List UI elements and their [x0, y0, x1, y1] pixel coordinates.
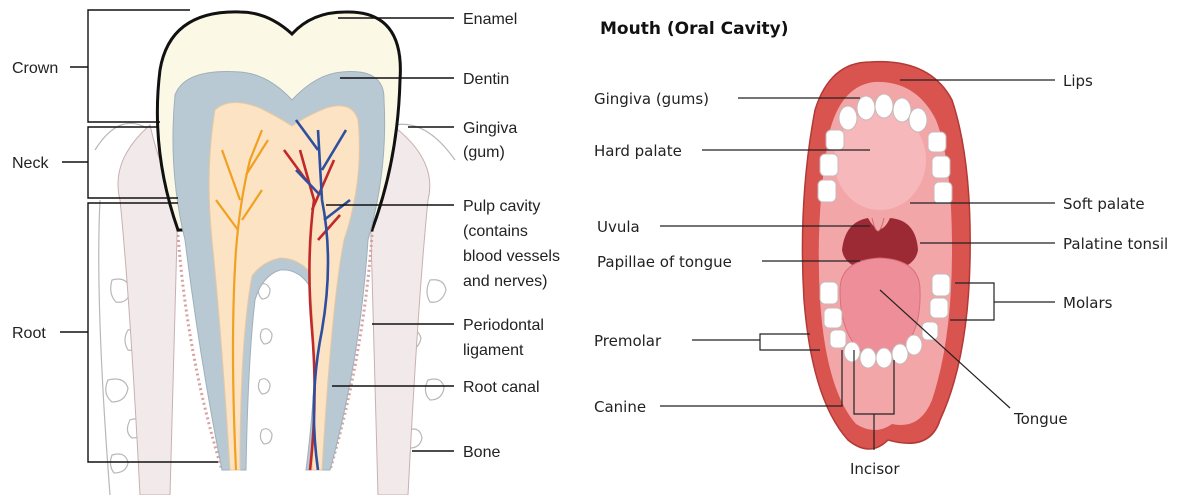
canine-label: Canine: [594, 398, 646, 416]
root-label: Root: [12, 325, 46, 342]
neck-label: Neck: [12, 155, 49, 172]
tongue-label: Tongue: [1013, 410, 1068, 428]
hard-palate-label: Hard palate: [594, 142, 682, 160]
papillae-label: Papillae of tongue: [597, 253, 732, 271]
premolar-label: Premolar: [594, 332, 662, 350]
gingiva-gums-label: Gingiva (gums): [594, 90, 709, 108]
enamel-label: Enamel: [463, 11, 517, 28]
uvula-label: Uvula: [597, 218, 640, 236]
molars-label: Molars: [1063, 294, 1113, 312]
pulp-cavity-label-line3: blood vessels: [463, 248, 560, 265]
gingiva-label-line1: Gingiva: [463, 120, 517, 137]
periodontal-label-line2: ligament: [463, 342, 524, 359]
mouth-title: Mouth (Oral Cavity): [600, 19, 789, 39]
gingiva-label-line2: (gum): [463, 144, 505, 161]
palatine-tonsil-label: Palatine tonsil: [1063, 235, 1168, 253]
crown-label: Crown: [12, 60, 58, 77]
bone-label: Bone: [463, 444, 500, 461]
incisor-label: Incisor: [850, 460, 900, 478]
pulp-cavity-label-line2: (contains: [463, 223, 528, 240]
pulp-cavity-label-line4: and nerves): [463, 273, 548, 290]
mouth-diagram: Mouth (Oral Cavity): [594, 19, 1168, 478]
pulp-cavity-label-line1: Pulp cavity: [463, 198, 540, 215]
lips-label: Lips: [1063, 72, 1093, 90]
root-canal-label: Root canal: [463, 379, 540, 396]
soft-palate-label: Soft palate: [1063, 195, 1145, 213]
dentin-label: Dentin: [463, 71, 509, 88]
tooth-diagram: Crown Neck Root Enamel Dentin Gingiva (g…: [12, 10, 560, 495]
periodontal-label-line1: Periodontal: [463, 317, 544, 334]
